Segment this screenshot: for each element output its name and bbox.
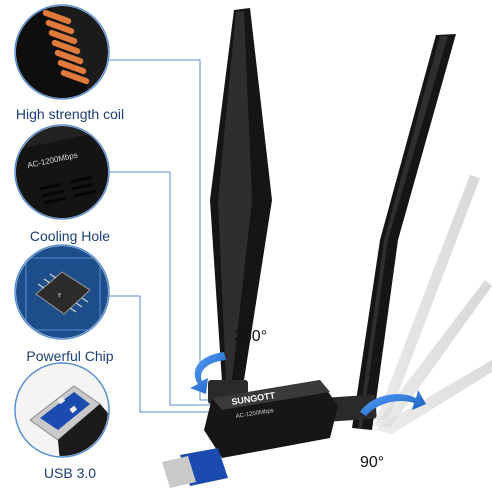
feature-label-cooling: Cooling Hole bbox=[29, 228, 111, 244]
feature-circle-coil bbox=[14, 4, 110, 100]
horizontal-rotation-label: 90° bbox=[360, 454, 385, 471]
cooling-hole-icon: AC-1200Mbps bbox=[16, 126, 108, 218]
svg-text:♆: ♆ bbox=[56, 290, 63, 300]
feature-circle-chip: ♆ bbox=[14, 244, 110, 340]
feature-label-coil: High strength coil bbox=[15, 106, 125, 122]
rotated-antenna-ghosts bbox=[370, 175, 492, 434]
coil-icon bbox=[16, 6, 108, 98]
chip-icon: ♆ bbox=[16, 246, 108, 338]
feature-circle-cooling: AC-1200Mbps bbox=[14, 124, 110, 220]
feature-circle-usb bbox=[14, 362, 110, 458]
horizontal-rotate-arrow-icon bbox=[360, 390, 426, 416]
device-model: AC-1200Mbps bbox=[235, 408, 274, 420]
feature-label-chip: Powerful Chip bbox=[26, 348, 114, 364]
usb-adapter-body: SUNGOTT AC-1200Mbps bbox=[162, 380, 338, 488]
vertical-rotation-label: 360° bbox=[234, 328, 268, 345]
right-antenna bbox=[329, 34, 456, 430]
feature-label-usb: USB 3.0 bbox=[43, 465, 97, 481]
vertical-rotate-arrow-icon bbox=[190, 352, 226, 394]
